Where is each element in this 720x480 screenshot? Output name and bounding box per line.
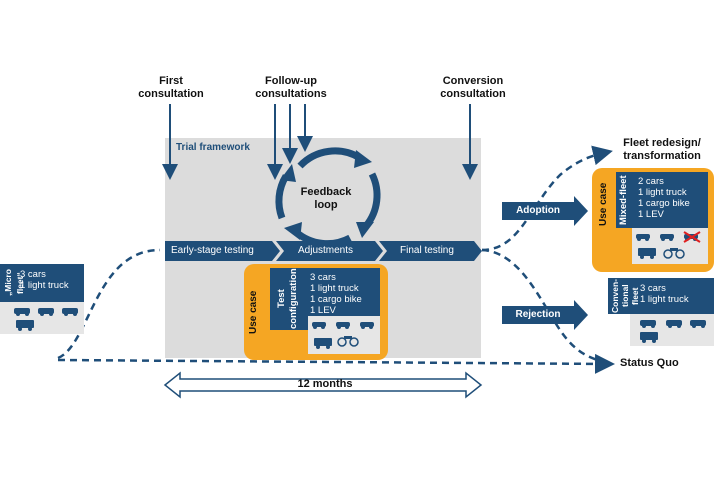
twelve-months-arrow <box>163 371 483 399</box>
feedback-line-2: loop <box>314 199 338 211</box>
mixed-fleet-inner: Mixed-fleet 2 cars 1 light truck 1 cargo… <box>616 172 708 228</box>
status-quo-line <box>57 353 615 374</box>
first-line-2: consultation <box>138 88 204 100</box>
test-config-lines: 3 cars 1 light truck 1 cargo bike 1 LEV <box>310 272 362 316</box>
feedback-line-1: Feedback <box>300 186 352 198</box>
micro-fleet-lines: 3 cars 1 light truck <box>20 269 69 291</box>
micro-to-early-dashed <box>57 248 161 360</box>
mixed-fleet-line-4: 1 LEV <box>638 209 664 220</box>
mixed-fleet-line-2: 1 light truck <box>638 187 687 198</box>
stage-early-testing: Early-stage testing <box>171 245 254 256</box>
mixed-fleet-icons <box>632 228 708 264</box>
micro-fleet-box: „Micro fleet“ 3 cars 1 light truck <box>0 264 84 302</box>
vehicle-icons <box>312 322 374 349</box>
final-to-adoption-dashed <box>481 145 613 252</box>
mixed-fleet-title: Mixed-fleet <box>618 175 629 225</box>
test-config-line-1: 3 cars <box>310 272 336 283</box>
mixed-fleet-use-case: Use case <box>598 182 609 226</box>
mixed-vehicle-icons <box>636 234 698 259</box>
first-line-1: First <box>159 75 183 87</box>
conventional-lines: 3 cars 1 light truck <box>640 283 689 305</box>
conventional-title-1: Conven- <box>610 279 620 313</box>
conventional-vehicle-icons <box>640 320 706 343</box>
fleet-redesign-label: Fleet redesign/ transformation <box>612 137 712 163</box>
feedback-loop-heads <box>280 150 374 240</box>
followup-line-1: Follow-up <box>265 75 317 87</box>
conventional-line-2: 1 light truck <box>640 294 689 305</box>
conversion-line-2: consultation <box>440 88 506 100</box>
conversion-consultation-label: Conversion consultation <box>430 75 516 101</box>
adoption-label: Adoption <box>516 205 560 216</box>
mixed-fleet-line-3: 1 cargo bike <box>638 198 690 209</box>
stage-adjustments: Adjustments <box>298 245 354 256</box>
conversion-line-1: Conversion <box>442 75 504 87</box>
trial-framework-title: Trial framework <box>176 142 250 153</box>
conventional-fleet-box: Conven- tional fleet 3 cars 1 light truc… <box>608 278 714 314</box>
micro-fleet-line-2: 1 light truck <box>20 280 69 291</box>
followup-consultations-label: Follow-up consultations <box>248 75 334 101</box>
test-config-line-3: 1 cargo bike <box>310 294 362 305</box>
first-consultation-label: First consultation <box>138 75 204 101</box>
fleet-line-1: Fleet redesign/ <box>623 137 701 149</box>
feedback-loop-label: Feedback loop <box>298 186 354 212</box>
test-config-line-4: 1 LEV <box>310 305 336 316</box>
rejection-label: Rejection <box>515 309 561 320</box>
fleet-line-2: transformation <box>623 150 701 162</box>
status-quo-label: Status Quo <box>620 357 679 369</box>
micro-fleet-line-1: 3 cars <box>20 269 46 280</box>
test-config-icons <box>308 316 380 354</box>
final-to-rejection-dashed <box>481 248 613 365</box>
car-icon <box>14 308 78 331</box>
test-config-line-2: 1 light truck <box>310 283 359 294</box>
conventional-icons <box>630 314 714 346</box>
followup-line-2: consultations <box>255 88 327 100</box>
micro-fleet-icons <box>0 302 84 334</box>
conventional-title: Conven- tional fleet <box>610 278 640 314</box>
mixed-fleet-lines: 2 cars 1 light truck 1 cargo bike 1 LEV <box>638 176 690 220</box>
twelve-months-label: 12 months <box>297 378 353 390</box>
conventional-line-1: 3 cars <box>640 283 666 294</box>
mixed-fleet-line-1: 2 cars <box>638 176 664 187</box>
stage-final-testing: Final testing <box>400 245 454 256</box>
conventional-title-2: tional fleet <box>620 284 640 308</box>
